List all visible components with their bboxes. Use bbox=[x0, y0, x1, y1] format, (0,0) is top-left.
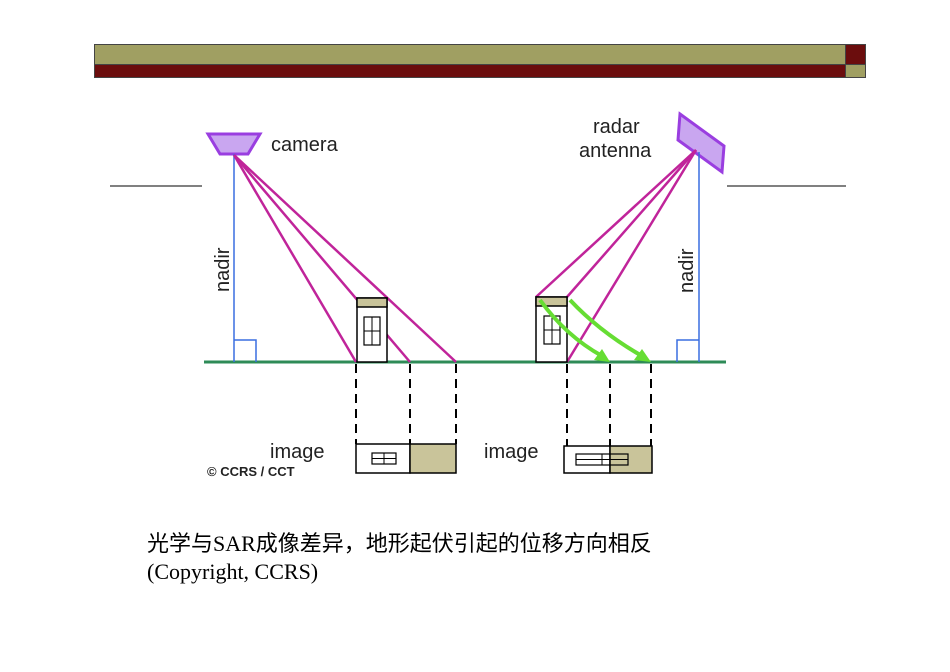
caption: 光学与SAR成像差异，地形起伏引起的位移方向相反 (Copyright, CCR… bbox=[147, 530, 652, 586]
nadir-label-right: nadir bbox=[676, 248, 698, 293]
image-label-right: image bbox=[484, 441, 538, 463]
displacement-arrow-1 bbox=[538, 298, 610, 362]
radar-ray-2 bbox=[566, 149, 697, 298]
header-accent-bottom bbox=[845, 64, 866, 78]
image-strip-left bbox=[355, 443, 457, 474]
right-angle-marker-left bbox=[234, 339, 257, 362]
building-left bbox=[356, 297, 388, 363]
camera-ray-3 bbox=[233, 154, 457, 363]
radar-label-line1: radar bbox=[593, 116, 640, 138]
right-angle-marker-right bbox=[676, 339, 699, 362]
copyright-mark: © CCRS / CCT bbox=[207, 464, 295, 479]
radar-label-line2: antenna bbox=[579, 140, 652, 162]
image-strip-right bbox=[563, 445, 653, 474]
camera-icon bbox=[205, 132, 263, 156]
camera-label: camera bbox=[271, 134, 339, 156]
radar-ray-1 bbox=[535, 149, 697, 298]
image-label-left: image bbox=[270, 441, 324, 463]
radar-antenna-icon bbox=[676, 111, 726, 175]
radar-ray-3 bbox=[565, 149, 698, 363]
building-right bbox=[535, 296, 568, 363]
caption-line-1: 光学与SAR成像差异，地形起伏引起的位移方向相反 bbox=[147, 531, 652, 556]
nadir-label-left: nadir bbox=[212, 247, 234, 292]
caption-line-2: (Copyright, CCRS) bbox=[147, 559, 319, 584]
displacement-arrow-2 bbox=[568, 298, 651, 362]
camera-ray-1 bbox=[232, 154, 358, 363]
